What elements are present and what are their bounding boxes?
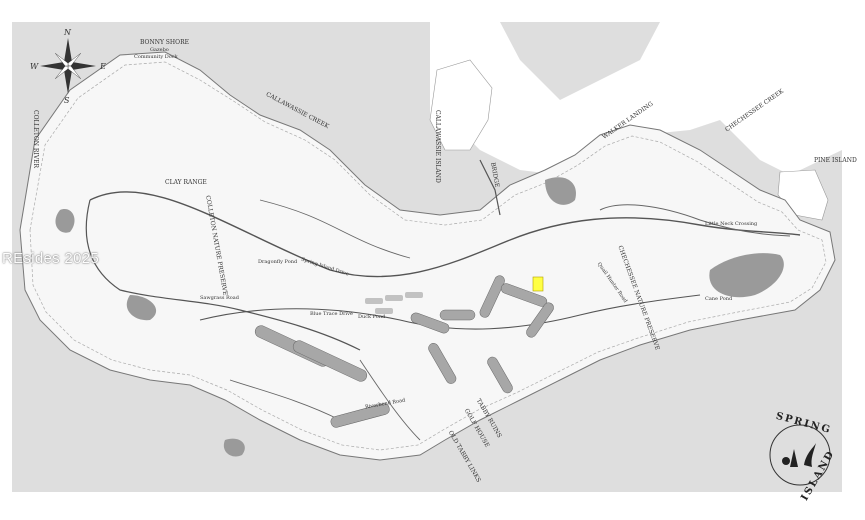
interior-road-a [259, 199, 411, 259]
label-duck-pond: Duck Pond [358, 314, 386, 320]
label-colleton-river: COLLETON RIVER [32, 110, 39, 169]
label-blue-trace-drive: Blue Trace Drive [310, 311, 353, 317]
lot-boundaries [29, 61, 827, 451]
spring-island-logo [769, 424, 831, 486]
pond-south [223, 438, 245, 457]
spring-island-drive [89, 191, 801, 278]
label-clay-range: CLAY RANGE [165, 179, 207, 186]
label-little-neck-crossing: Little Neck Crossing [705, 221, 758, 227]
watermark-text: REsides 2025 [2, 250, 99, 267]
compass-south: S [64, 96, 70, 105]
driving-range [365, 292, 423, 314]
label-cane-pond: Cane Pond [705, 296, 733, 302]
island-landmass [19, 51, 836, 461]
callawassie-island-shape [429, 59, 493, 151]
pond-north [545, 177, 576, 205]
cane-pond [709, 253, 784, 298]
pond-west [126, 295, 157, 321]
little-neck-crossing [599, 204, 791, 237]
label-dragonfly-pond: Dragonfly Pond [258, 259, 298, 265]
interior-road-c [229, 379, 341, 421]
golf-course [254, 275, 554, 428]
label-sawgrass-road: Sawgrass Road [200, 295, 239, 301]
label-callawassie-island: CALLAWASSIE ISLAND [434, 110, 441, 183]
compass-west: W [30, 62, 39, 71]
label-community-dock: Community Dock [134, 54, 178, 60]
highlighted-lot[interactable] [532, 276, 544, 292]
pond-sw [55, 209, 75, 233]
compass-rose-icon [40, 38, 96, 94]
mainland [430, 22, 842, 175]
label-bonny-shore: BONNY SHORE [140, 39, 189, 46]
compass-north: N [64, 28, 71, 37]
bridge-road [479, 159, 501, 216]
label-pine-island: PINE ISLAND [814, 157, 857, 164]
blue-trace-drive [199, 294, 701, 330]
compass-east: E [100, 62, 106, 71]
interior-road-b [359, 359, 421, 441]
label-gazebo: Gazebo [150, 47, 169, 53]
sawgrass-road [85, 199, 361, 351]
